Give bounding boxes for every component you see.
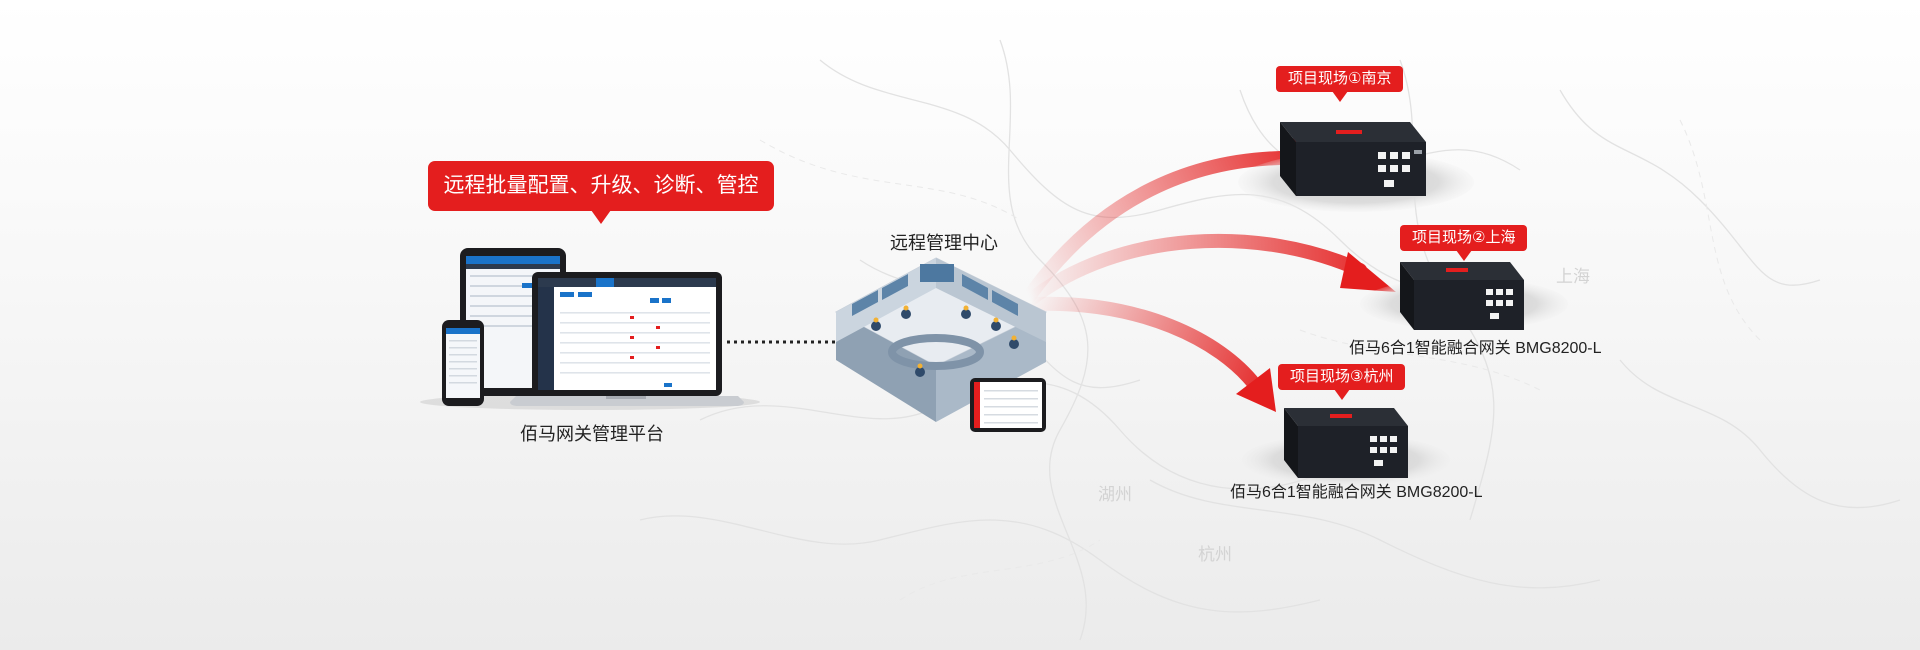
gateway-hangzhou xyxy=(1242,408,1450,486)
gateway-shanghai xyxy=(1360,262,1568,330)
arrow-to-nanjing xyxy=(1021,150,1307,305)
arrowhead-shanghai xyxy=(1340,252,1396,292)
map-label-hangzhou: 杭州 xyxy=(1198,545,1232,565)
center-label: 远程管理中心 xyxy=(890,233,998,253)
platform-callout: 远程批量配置、升级、诊断、管控 xyxy=(428,161,774,224)
site-callout-hangzhou: 项目现场③杭州 xyxy=(1278,364,1406,400)
map-label-shanghai: 上海 xyxy=(1556,267,1590,287)
site-callout-shanghai: 项目现场②上海 xyxy=(1400,225,1528,261)
laptop-device xyxy=(510,272,744,406)
arrow-to-hangzhou xyxy=(1025,296,1262,392)
map-label-huzhou: 湖州 xyxy=(1098,485,1132,505)
center-tablet xyxy=(970,378,1046,432)
gateway-label-hangzhou: 佰马6合1智能融合网关 BMG8200-L xyxy=(1230,484,1483,501)
arrowhead-hangzhou xyxy=(1236,368,1276,412)
gateway-label-shanghai: 佰马6合1智能融合网关 BMG8200-L xyxy=(1349,340,1602,357)
site-callout-nanjing: 项目现场①南京 xyxy=(1276,66,1404,102)
platform-label: 佰马网关管理平台 xyxy=(520,424,664,444)
gateway-nanjing xyxy=(1238,122,1474,212)
phone-device xyxy=(442,320,484,406)
arrow-to-shanghai xyxy=(1023,233,1367,307)
